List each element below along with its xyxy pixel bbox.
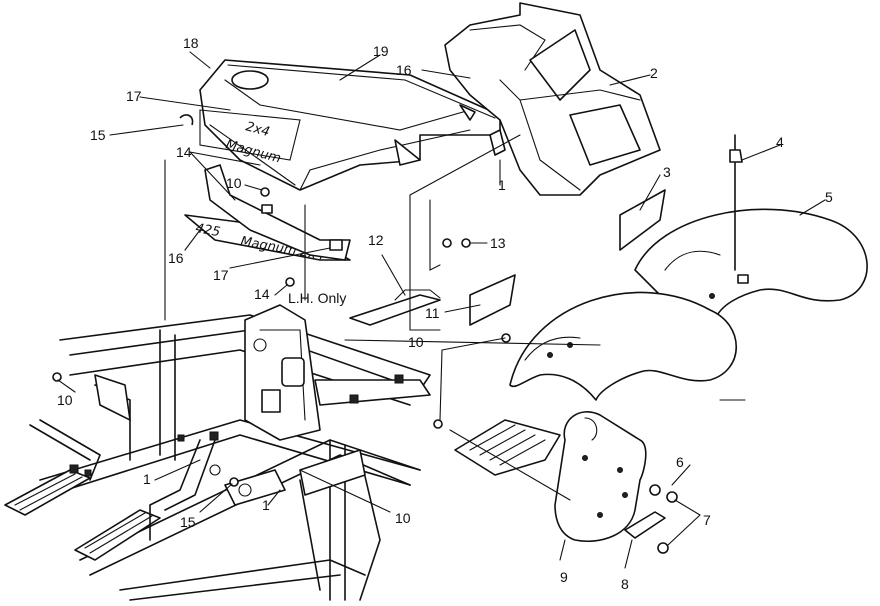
callout-10c: 10 <box>57 392 73 408</box>
bracket-1-upper <box>489 129 506 156</box>
callout-7: 7 <box>703 512 711 528</box>
callout-21: 17 <box>126 88 142 104</box>
nut-7a <box>666 491 678 503</box>
callout-11: 11 <box>425 305 440 321</box>
bracket-4 <box>729 134 743 271</box>
callout-20: 16 <box>396 62 412 78</box>
decal-11 <box>469 274 516 326</box>
bracket-8 <box>624 511 666 539</box>
callout-1a: 1 <box>498 177 506 193</box>
callout-10d: 10 <box>395 510 411 526</box>
decal-side-num: 425 <box>194 221 221 240</box>
fasteners <box>52 114 511 487</box>
washer-6 <box>649 484 661 496</box>
callout-23: 19 <box>373 43 389 59</box>
callout-1c: 1 <box>262 497 270 513</box>
callout-5: 5 <box>825 189 833 205</box>
footrest-grip <box>454 419 561 476</box>
callout-2: 2 <box>650 65 658 81</box>
leader-lines <box>57 51 826 569</box>
callout-17: 17 <box>213 267 229 283</box>
callout-3: 3 <box>663 164 671 180</box>
callout-labels: 18 19 16 2 17 15 4 14 3 10 1 5 12 13 16 … <box>57 35 833 592</box>
bracket-12 <box>349 289 441 326</box>
callout-19: 15 <box>90 127 106 143</box>
callout-10a: 10 <box>226 175 242 191</box>
callout-22: 18 <box>183 35 199 51</box>
callout-9: 9 <box>560 569 568 585</box>
side-panel <box>204 164 351 261</box>
callout-15: 15 <box>180 514 196 530</box>
callout-16: 16 <box>168 250 184 266</box>
callout-8: 8 <box>621 576 629 592</box>
front-fender-lower <box>509 291 737 401</box>
callout-14: 14 <box>254 286 270 302</box>
callout-13: 13 <box>490 235 506 251</box>
callout-4: 4 <box>776 134 784 150</box>
lh-only-note: L.H. Only <box>288 290 346 306</box>
decal-top-line1: 2x4 <box>244 119 271 140</box>
callout-10b: 10 <box>408 334 424 350</box>
callout-18: 14 <box>176 144 192 160</box>
front-hood <box>444 2 661 196</box>
callout-6: 6 <box>676 454 684 470</box>
callout-12: 12 <box>368 232 384 248</box>
frame <box>4 304 431 601</box>
decal-3 <box>619 189 666 251</box>
nut-7b <box>657 542 669 554</box>
mud-flap <box>554 411 647 542</box>
callout-1b: 1 <box>143 471 151 487</box>
